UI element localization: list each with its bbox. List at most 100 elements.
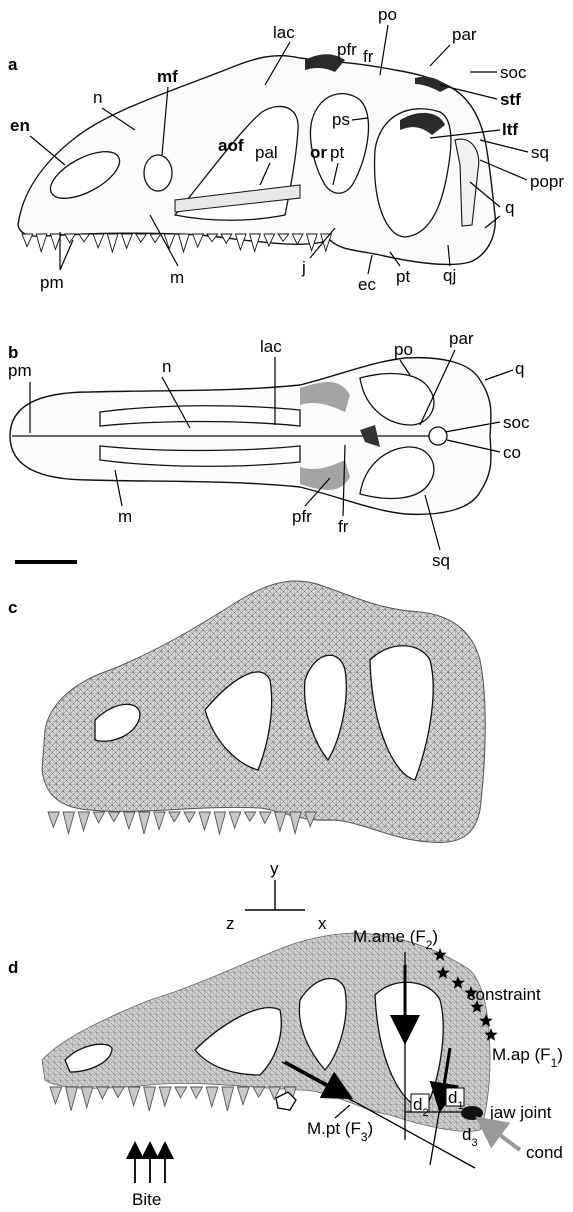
tooth: [164, 234, 175, 249]
label-a-pt: pt: [330, 143, 344, 162]
tooth: [206, 1087, 218, 1107]
tooth: [184, 812, 195, 822]
cond-gray-arrow: [488, 1126, 520, 1150]
tooth: [193, 234, 204, 247]
tooth: [81, 1087, 93, 1108]
axis-z-label: z: [226, 914, 235, 933]
tooth: [63, 812, 74, 834]
tooth: [290, 812, 301, 834]
label-a-lac: lac: [273, 23, 295, 42]
tooth: [253, 1087, 265, 1097]
label-b-co: co: [503, 443, 521, 462]
tooth: [22, 234, 33, 247]
jaw-joint-marker: [461, 1106, 483, 1120]
tooth: [128, 1087, 140, 1105]
label-b-pm: pm: [8, 361, 32, 380]
tooth: [66, 1087, 78, 1111]
tooth: [179, 234, 190, 252]
label-b-sq: sq: [432, 551, 450, 570]
tooth: [250, 234, 261, 252]
tooth: [260, 812, 271, 823]
label-a-or: or: [310, 143, 327, 162]
label-a-mf: mf: [157, 67, 178, 86]
tooth: [214, 812, 225, 834]
tooth: [93, 812, 104, 823]
label-a-pt2: pt: [396, 267, 410, 286]
tooth: [229, 812, 240, 828]
tooth: [48, 812, 59, 827]
tooth: [108, 812, 119, 822]
tooth: [136, 234, 147, 242]
tooth: [275, 812, 286, 831]
tooth: [191, 1087, 203, 1098]
label-a-soc: soc: [500, 63, 527, 82]
occipital-condyle: [429, 427, 447, 445]
label-b-soc: soc: [503, 413, 530, 432]
label-a-sq: sq: [531, 143, 549, 162]
panel-a: a lac po par soc stf pfr fr: [8, 5, 564, 294]
teeth-row-d: [50, 1087, 296, 1111]
label-b-lac: lac: [260, 337, 282, 356]
axis-x-label: x: [318, 914, 327, 933]
panel-c: c y z x: [8, 581, 485, 933]
tooth: [65, 234, 76, 243]
label-a-n: n: [93, 88, 102, 107]
tooth: [175, 1087, 187, 1098]
label-b-n: n: [162, 357, 171, 376]
label-d-map: M.ap (F1): [492, 1045, 563, 1070]
tooth: [124, 812, 135, 829]
axis-y-label: y: [270, 859, 279, 878]
label-a-stf: stf: [500, 90, 521, 109]
label-b-m: m: [118, 507, 132, 526]
label-a-ec: ec: [358, 275, 376, 294]
tooth: [150, 234, 161, 242]
label-d-constraint: constraint: [467, 985, 541, 1004]
label-b-q: q: [515, 359, 524, 378]
tooth: [154, 812, 165, 830]
teeth-row-c: [48, 812, 316, 834]
label-a-popr: popr: [530, 172, 564, 191]
tooth: [159, 1087, 171, 1106]
label-a-pal: pal: [255, 143, 278, 162]
tooth: [107, 234, 118, 252]
tooth: [244, 812, 255, 821]
tooth: [144, 1087, 156, 1111]
label-b-pfr: pfr: [292, 507, 312, 526]
tooth: [79, 234, 90, 242]
label-a-pfr: pfr: [337, 40, 357, 59]
label-b-par: par: [449, 329, 474, 348]
label-a-fr: fr: [363, 47, 374, 66]
label-a-ltf: ltf: [502, 120, 518, 139]
axis-triad: y z x: [226, 859, 327, 933]
label-a-ps: ps: [332, 110, 350, 129]
label-a-aof: aof: [218, 136, 244, 155]
panel-b-letter: b: [8, 343, 18, 362]
tooth: [113, 1087, 125, 1097]
tooth: [97, 1087, 109, 1099]
label-a-m: m: [170, 268, 184, 287]
label-d-bite: Bite: [132, 1190, 161, 1209]
maxillary-fenestra-opening: [144, 155, 172, 191]
tooth: [36, 234, 47, 252]
tooth: [93, 234, 104, 248]
label-d-cond: cond: [526, 1143, 563, 1162]
label-a-pm: pm: [40, 273, 64, 292]
label-a-q: q: [505, 198, 514, 217]
panel-a-letter: a: [8, 55, 18, 74]
label-b-fr: fr: [338, 517, 349, 536]
label-a-j: j: [301, 258, 306, 277]
tooth: [238, 1087, 250, 1105]
tooth: [222, 1087, 234, 1111]
panel-c-letter: c: [8, 598, 17, 617]
panel-b: b pm n lac po par q soc co m pfr fr sq: [8, 329, 530, 570]
tooth: [50, 1087, 62, 1104]
tooth: [207, 234, 218, 242]
label-a-en: en: [10, 116, 30, 135]
tooth: [169, 812, 180, 822]
label-a-po: po: [378, 5, 397, 24]
label-a-qj: qj: [443, 266, 456, 285]
tooth: [139, 812, 150, 834]
tooth: [78, 812, 89, 831]
scale-bar: [15, 560, 77, 564]
